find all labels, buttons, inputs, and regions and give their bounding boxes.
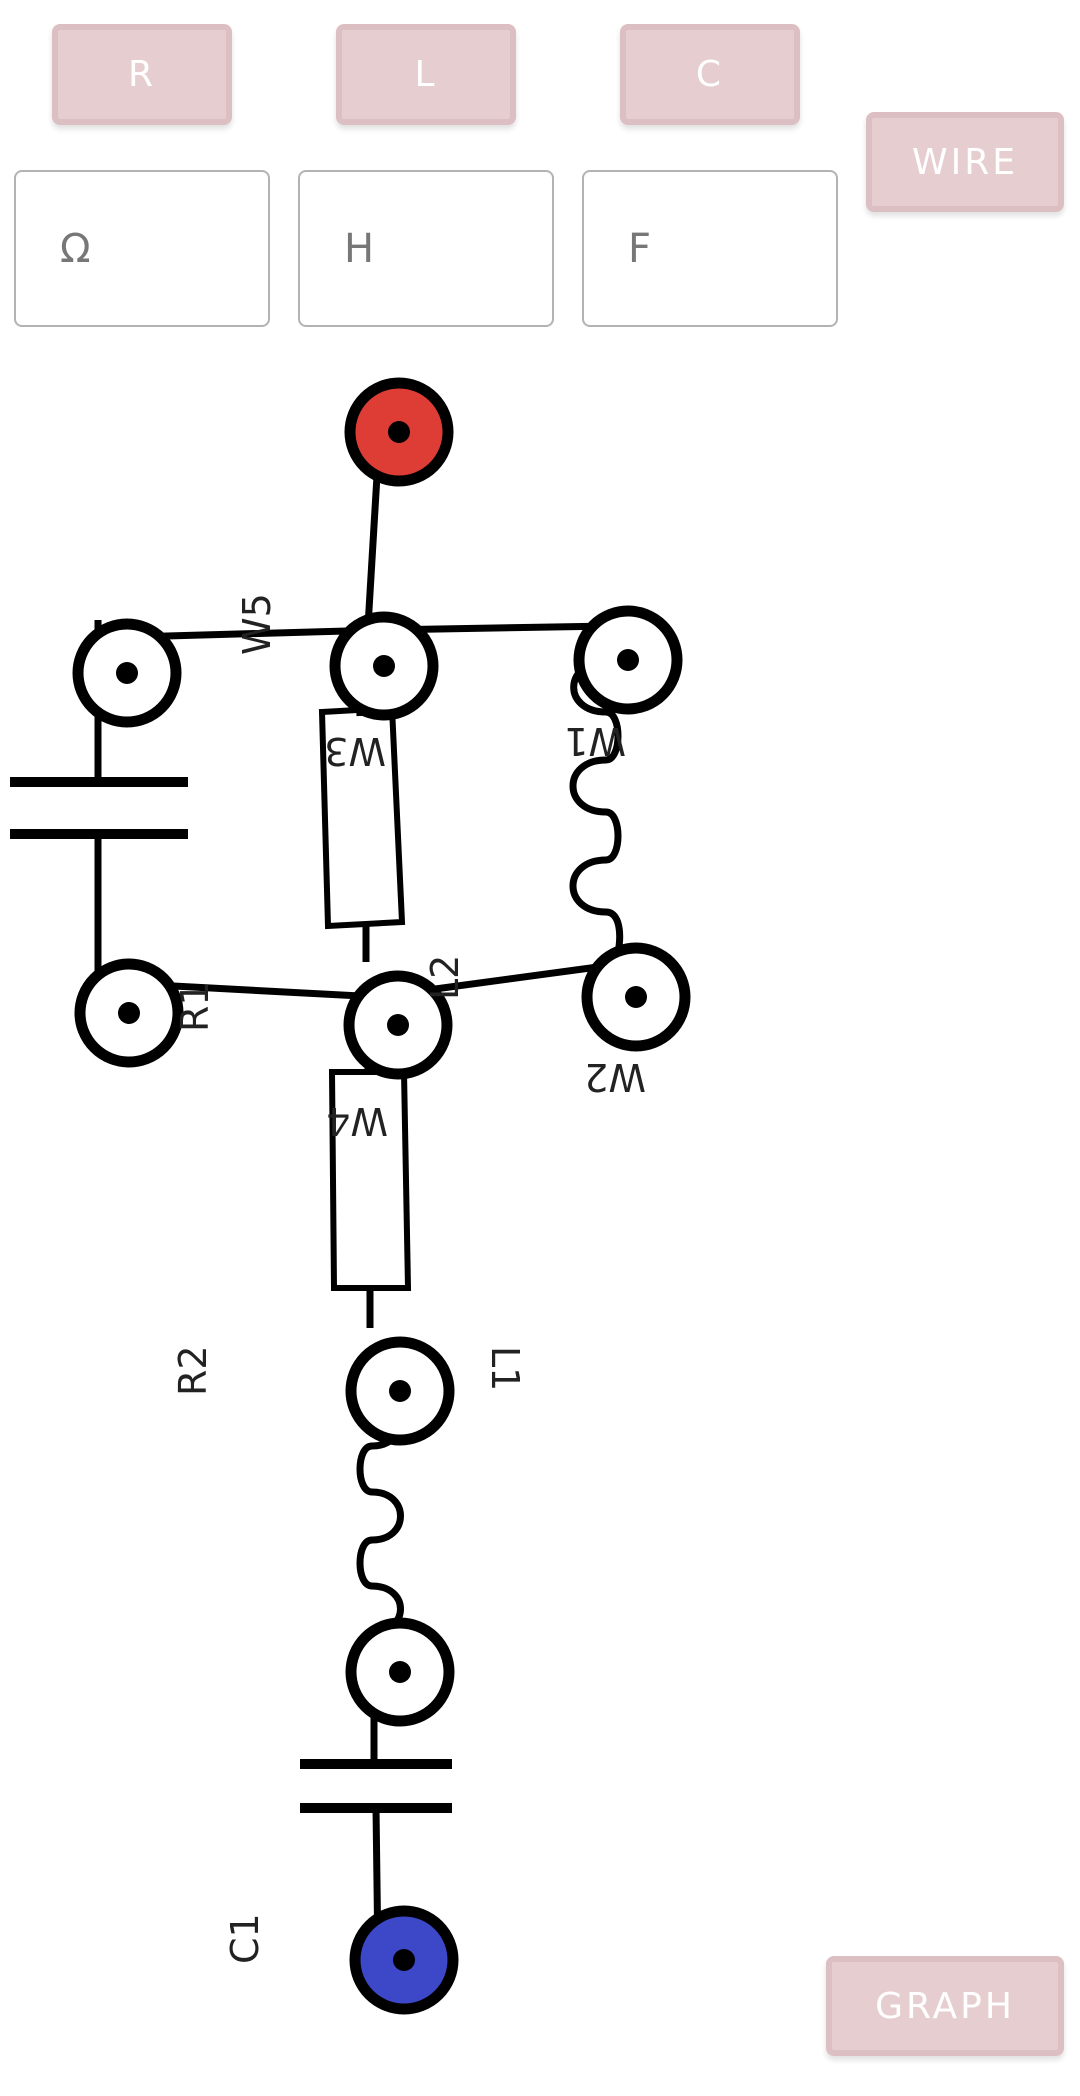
node-dot: [389, 1661, 411, 1683]
resistance-input[interactable]: [60, 225, 268, 272]
label-r2: R2: [171, 1345, 215, 1396]
capacitance-field[interactable]: [582, 170, 838, 327]
label-r1: R1: [173, 981, 217, 1032]
node-dot: [373, 655, 395, 677]
node-dot: [118, 1002, 140, 1024]
label-c1: C1: [223, 1913, 267, 1964]
inductance-field[interactable]: [298, 170, 554, 327]
label-w4: W4: [326, 1099, 388, 1143]
label-w2: W2: [584, 1055, 646, 1099]
node-dot: [625, 986, 647, 1008]
capacitance-input[interactable]: [628, 225, 836, 272]
label-w1: W1: [564, 719, 626, 763]
node-dot: [387, 1014, 409, 1036]
inductance-input[interactable]: [344, 225, 552, 272]
resistor-button[interactable]: R: [52, 24, 232, 125]
wire-button[interactable]: WIRE: [866, 112, 1064, 212]
inductor-button[interactable]: L: [336, 24, 516, 125]
label-l2: L2: [423, 955, 467, 1000]
node-dot: [617, 649, 639, 671]
graph-button[interactable]: GRAPH: [826, 1956, 1064, 2056]
node-dot: [388, 421, 410, 443]
node-dot: [116, 662, 138, 684]
capacitor-button[interactable]: C: [620, 24, 800, 125]
label-l1: L1: [483, 1346, 527, 1391]
label-w5: W5: [235, 593, 279, 655]
inductor-w1[interactable]: [569, 620, 624, 990]
resistance-field[interactable]: [14, 170, 270, 327]
node-dot: [393, 1949, 415, 1971]
label-w3: W3: [324, 729, 386, 773]
node-dot: [389, 1380, 411, 1402]
